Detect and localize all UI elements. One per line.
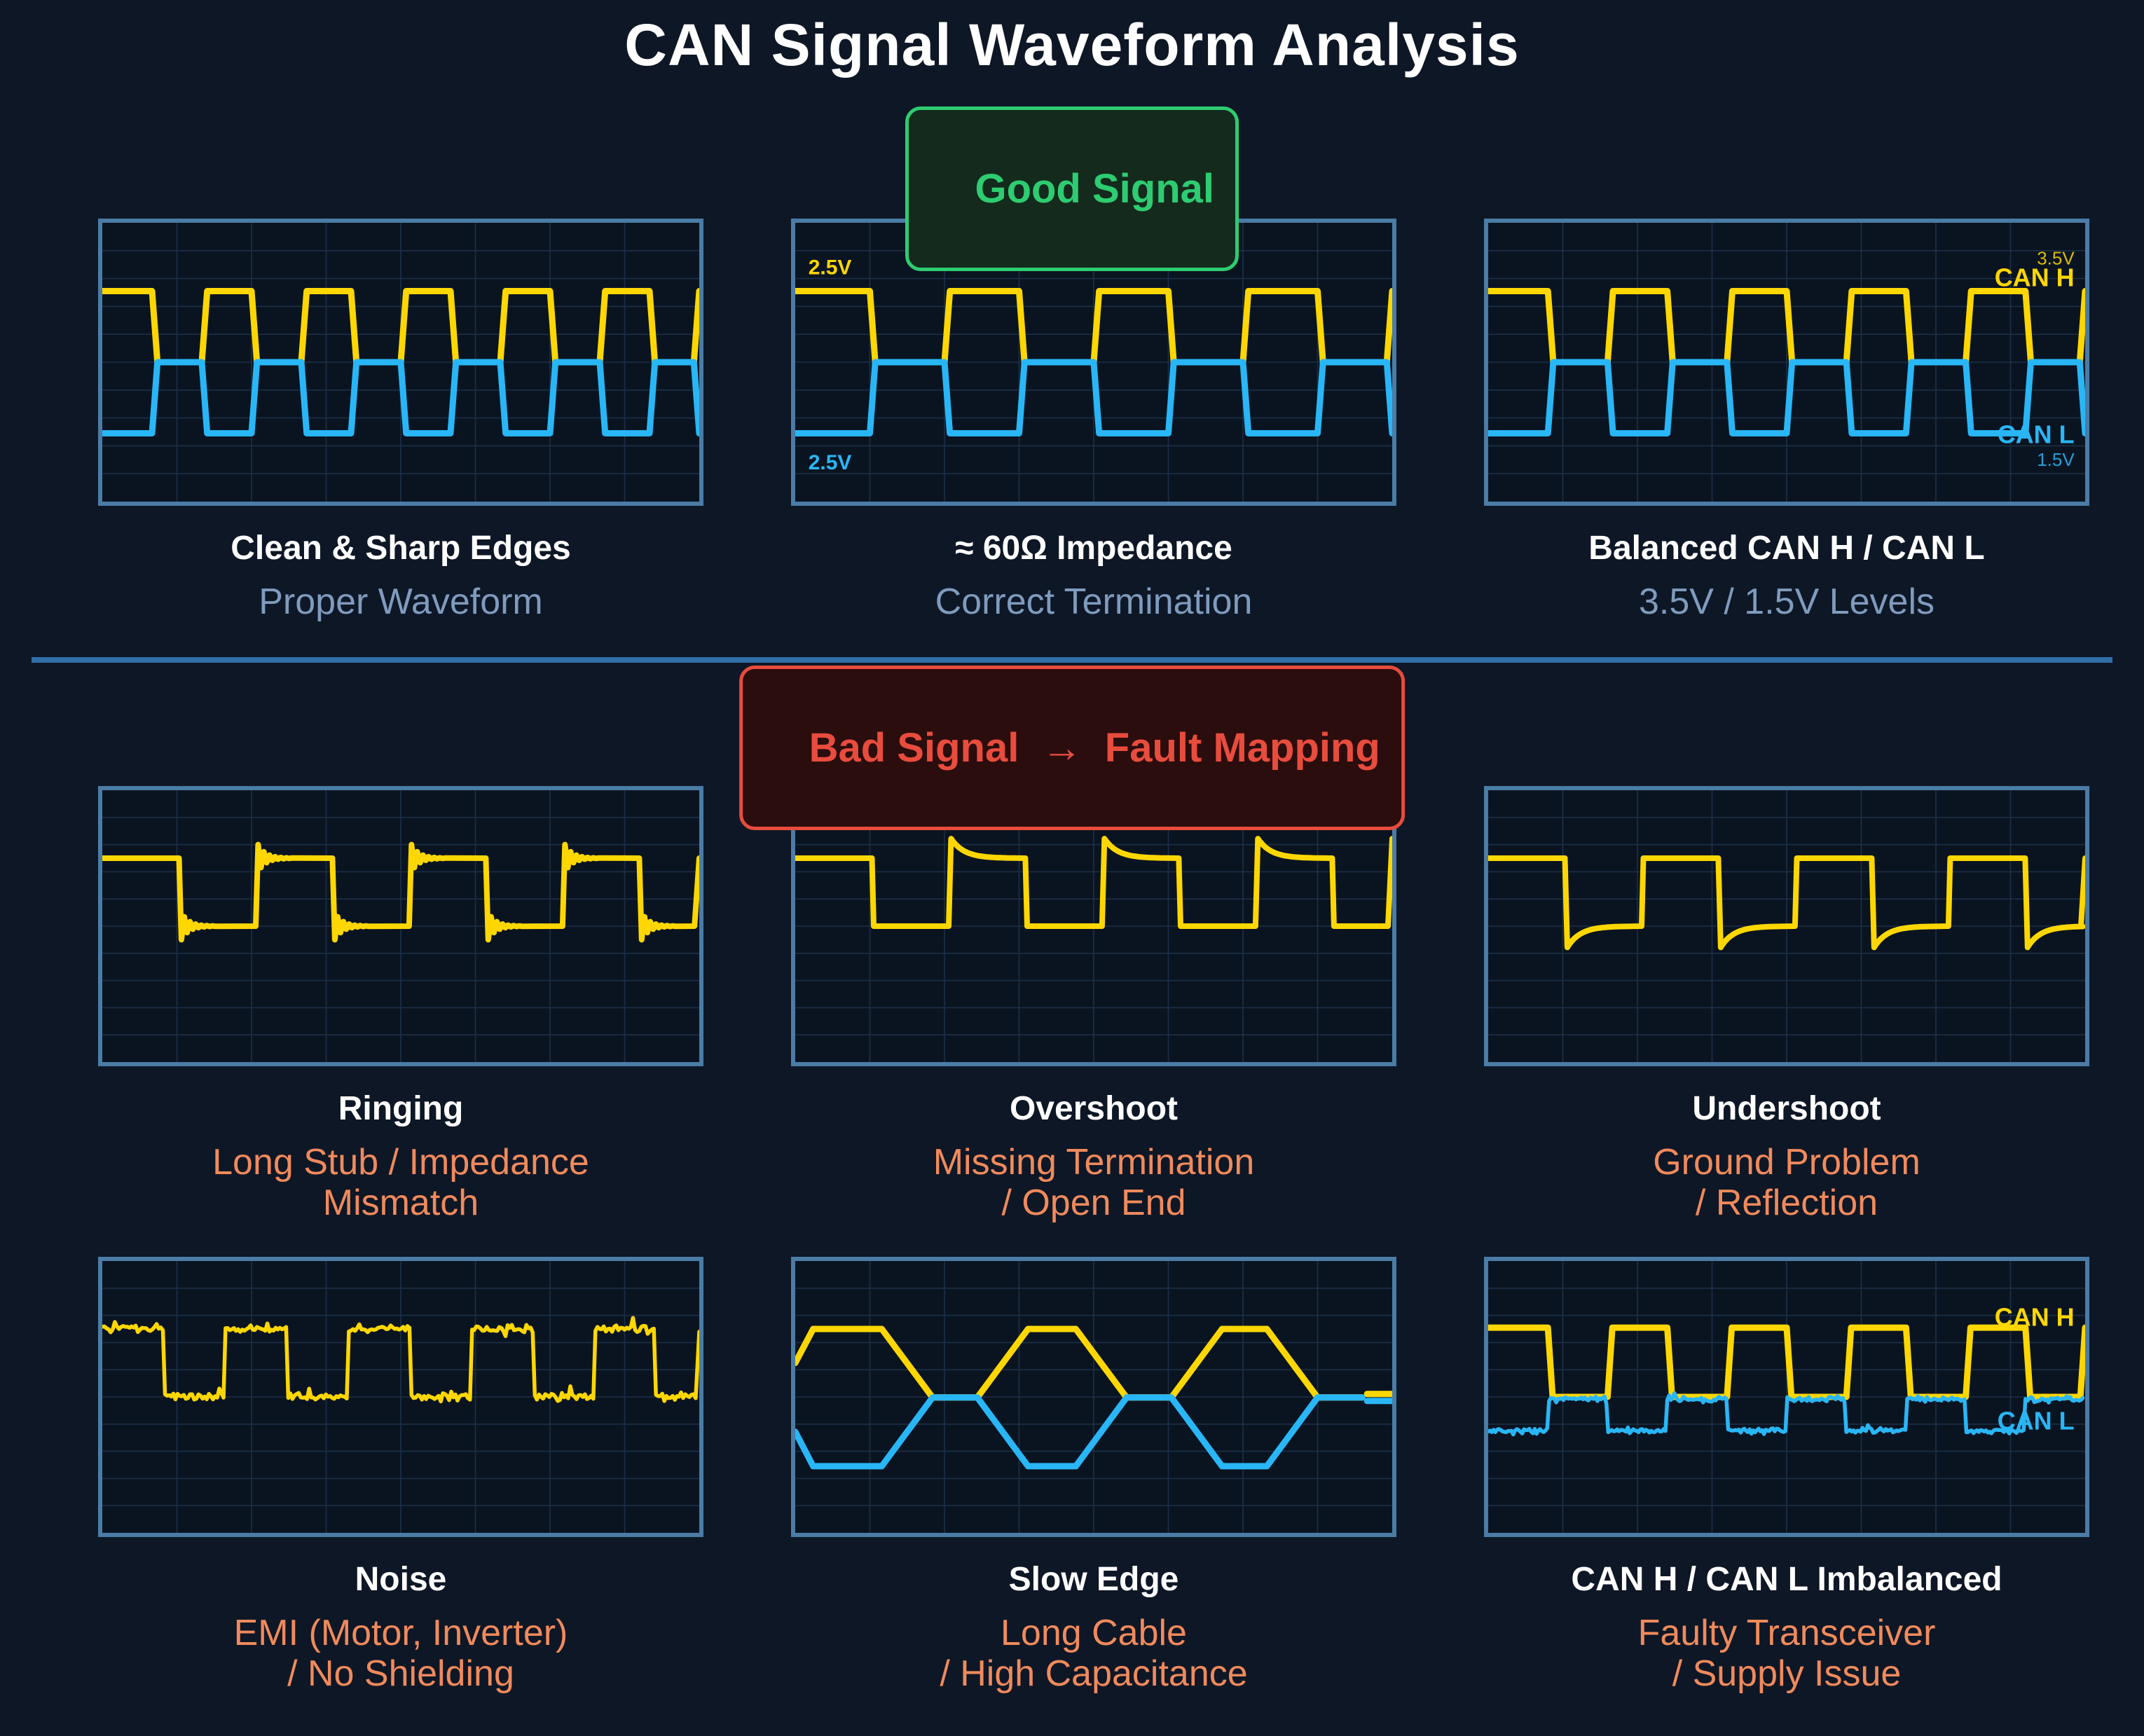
scope-undershoot	[1484, 786, 2089, 1066]
signal-trace	[102, 1316, 699, 1404]
panel-caption: Clean & Sharp Edges	[231, 530, 571, 567]
scope-slow-edge	[791, 1257, 1396, 1537]
panel-caption: Overshoot	[1009, 1090, 1178, 1127]
panel-caption: Ringing	[338, 1090, 464, 1127]
panel-subtitle: 3.5V / 1.5V Levels	[1639, 581, 1935, 622]
scope-impedance: 2.5V 2.5V	[791, 219, 1396, 506]
panel-subtitle: Proper Waveform	[259, 581, 543, 622]
label-2.5v: 2.5V	[809, 451, 852, 474]
subtitle-line: Ground Problem	[1653, 1141, 1920, 1183]
grid-lines	[795, 1261, 1392, 1533]
subtitle-line: Long Cable	[1000, 1612, 1187, 1653]
panel-subtitle: Long Cable/ High Capacitance	[940, 1613, 1247, 1694]
subtitle-line: / Open End	[1001, 1182, 1186, 1223]
panel-impedance: 2.5V 2.5V ≈ 60Ω Impedance Correct Termina…	[791, 219, 1396, 622]
panel-subtitle: Ground Problem/ Reflection	[1653, 1142, 1920, 1223]
signal-trace	[102, 841, 699, 943]
good-signal-row: Clean & Sharp Edges Proper Waveform 2.5V…	[98, 219, 2089, 622]
panel-caption: Balanced CAN H / CAN L	[1588, 530, 1985, 567]
bad-signal-badge: Bad Signal → Fault Mapping	[739, 666, 1405, 830]
subtitle-line: / High Capacitance	[940, 1653, 1248, 1694]
waveform-plot-noise	[102, 1261, 699, 1533]
waveform-plot-clean-edges	[102, 223, 699, 502]
label-2.5v: 2.5V	[809, 256, 852, 280]
label-1.5v: 1.5V	[2037, 449, 2075, 470]
subtitle-line: / No Shielding	[287, 1653, 514, 1694]
panel-caption: Slow Edge	[1008, 1561, 1179, 1598]
can-l-trace	[1488, 359, 2085, 436]
panel-subtitle: EMI (Motor, Inverter)/ No Shielding	[234, 1613, 568, 1694]
panel-subtitle: Faulty Transceiver/ Supply Issue	[1638, 1613, 1936, 1694]
subtitle-line: / Reflection	[1695, 1182, 1878, 1223]
subtitle-line: Correct Termination	[935, 581, 1253, 622]
good-signal-label: Good Signal	[975, 166, 1215, 212]
panel-subtitle: Missing Termination/ Open End	[933, 1142, 1255, 1223]
panel-caption: Undershoot	[1692, 1090, 1881, 1127]
waveform-plot-slow-edge	[795, 1261, 1392, 1533]
bad-signal-row-2: Noise EMI (Motor, Inverter)/ No Shieldin…	[98, 1257, 2089, 1694]
panel-clean-edges: Clean & Sharp Edges Proper Waveform	[98, 219, 703, 622]
good-signal-badge: Good Signal	[905, 106, 1239, 271]
panel-overshoot: Overshoot Missing Termination/ Open End	[791, 786, 1396, 1223]
can-l-trace	[795, 359, 1392, 436]
label-can-l: CAN L	[1998, 420, 2075, 448]
label-can-h: CAN H	[1995, 263, 2075, 292]
label-can-h: CAN H	[1995, 1302, 2075, 1331]
can-h-trace	[795, 1325, 1392, 1401]
grid-lines	[102, 790, 699, 1062]
label-can-l: CAN L	[1998, 1407, 2075, 1435]
scope-imbalanced: CAN H CAN L	[1484, 1257, 2089, 1537]
panel-undershoot: Undershoot Ground Problem/ Reflection	[1484, 786, 2089, 1223]
can-l-trace	[1488, 1391, 2085, 1437]
waveform-plot-undershoot	[1488, 790, 2085, 1062]
subtitle-line: EMI (Motor, Inverter)	[233, 1612, 568, 1653]
section-divider	[32, 657, 2112, 663]
waveform-plot-ringing	[102, 790, 699, 1062]
panel-imbalanced: CAN H CAN L CAN H / CAN L Imbalanced Faul…	[1484, 1257, 2089, 1694]
panel-subtitle: Correct Termination	[935, 581, 1253, 622]
scope-clean-edges	[98, 219, 703, 506]
subtitle-line: Long Stub / Impedance	[212, 1141, 589, 1183]
panel-caption: CAN H / CAN L Imbalanced	[1571, 1561, 2002, 1598]
subtitle-line: Proper Waveform	[259, 581, 543, 622]
can-h-trace	[102, 288, 699, 366]
panel-caption: ≈ 60Ω Impedance	[955, 530, 1232, 567]
waveform-plot-overshoot	[795, 790, 1392, 1062]
subtitle-line: Mismatch	[322, 1182, 479, 1223]
waveform-plot-imbalanced: CAN H CAN L	[1488, 1261, 2085, 1533]
subtitle-line: 3.5V / 1.5V Levels	[1638, 581, 1935, 622]
signal-trace	[1488, 855, 2085, 951]
signal-trace	[795, 836, 1392, 929]
subtitle-line: Faulty Transceiver	[1637, 1612, 1936, 1653]
panel-noise: Noise EMI (Motor, Inverter)/ No Shieldin…	[98, 1257, 703, 1694]
bad-signal-label: Bad Signal → Fault Mapping	[809, 725, 1380, 771]
subtitle-line: Missing Termination	[933, 1141, 1255, 1183]
scope-ringing	[98, 786, 703, 1066]
can-l-trace	[102, 359, 699, 436]
scope-noise	[98, 1257, 703, 1537]
subtitle-line: / Supply Issue	[1672, 1653, 1902, 1694]
label-3.5v: 3.5V	[2037, 248, 2075, 269]
page-title: CAN Signal Waveform Analysis	[624, 12, 1520, 78]
can-h-trace	[1488, 1324, 2085, 1400]
panel-slow-edge: Slow Edge Long Cable/ High Capacitance	[791, 1257, 1396, 1694]
panel-caption: Noise	[355, 1561, 447, 1598]
can-l-trace	[795, 1394, 1392, 1470]
